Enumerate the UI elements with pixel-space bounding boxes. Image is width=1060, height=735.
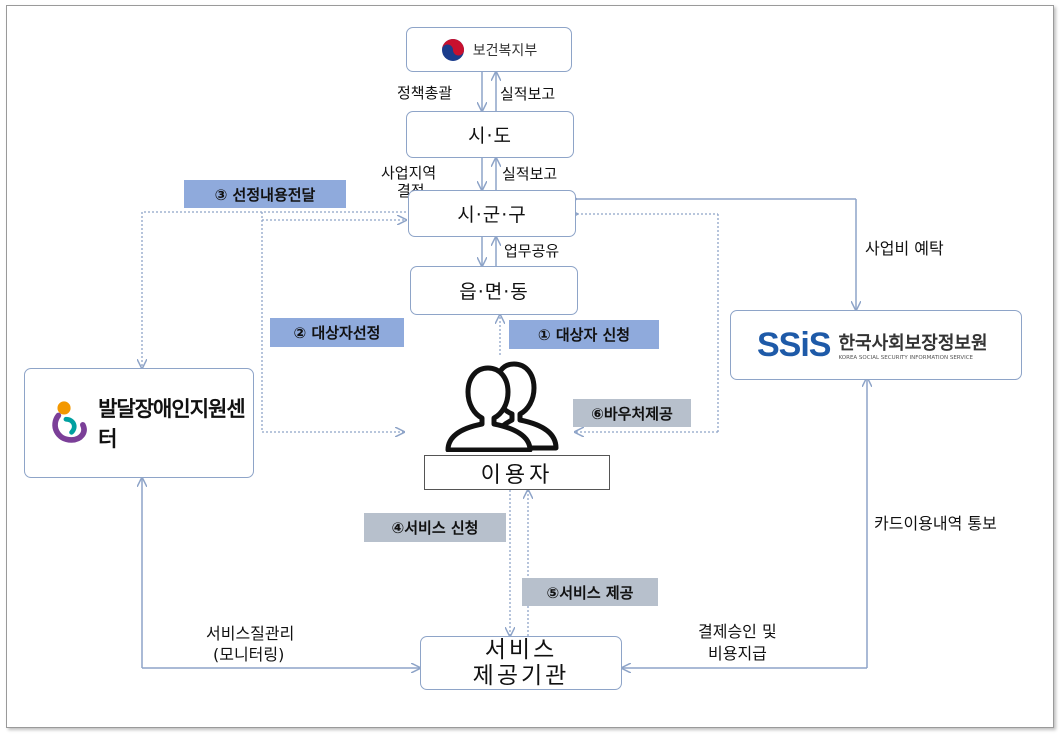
ministry-name: 보건복지부 xyxy=(472,42,538,59)
label-region-1: 사업지역 xyxy=(381,164,437,182)
user-box: 이용자 xyxy=(424,455,610,490)
label-report2: 실적보고 xyxy=(502,165,558,183)
label-payment-2: 비용지급 xyxy=(708,644,767,663)
sido-box: 시·도 xyxy=(406,111,574,158)
ssis-name: 한국사회보장정보원 xyxy=(838,333,988,354)
label-quality-2: (모니터링) xyxy=(213,645,285,664)
label-quality-1: 서비스질관리 xyxy=(206,624,295,643)
ssis-box: SSiS 한국사회보장정보원 KOREA SOCIAL SECURITY INF… xyxy=(730,310,1022,380)
center-logo-icon xyxy=(52,401,87,443)
label-report1: 실적보고 xyxy=(500,85,556,103)
tag-step3: ③ 선정내용전달 xyxy=(184,180,346,208)
ssis-subtitle: KOREA SOCIAL SECURITY INFORMATION SERVIC… xyxy=(838,355,974,361)
tag-step4: ④서비스 신청 xyxy=(364,513,506,542)
sigungu-label: 시·군·구 xyxy=(457,204,527,226)
provider-box: 서비스 제공기관 xyxy=(420,636,622,690)
center-name: 발달장애인지원센터 xyxy=(98,397,246,451)
eupmyeondong-label: 읍·면·동 xyxy=(459,281,529,303)
center-box: 발달장애인지원센터 xyxy=(24,368,254,478)
label-work-share: 업무공유 xyxy=(504,242,560,260)
sigungu-box: 시·군·구 xyxy=(408,190,576,237)
ministry-box: 보건복지부 xyxy=(406,27,572,72)
sido-label: 시·도 xyxy=(468,125,512,147)
tag-step1: ① 대상자 신청 xyxy=(509,320,659,349)
label-policy: 정책총괄 xyxy=(397,84,453,102)
label-card-notice: 카드이용내역 통보 xyxy=(874,514,997,533)
label-budget: 사업비 예탁 xyxy=(865,239,944,258)
users-icon xyxy=(445,361,559,452)
provider-line2: 제공기관 xyxy=(472,663,570,689)
tag-step2: ② 대상자선정 xyxy=(270,318,404,347)
tag-step6: ⑥바우처제공 xyxy=(573,399,691,427)
ssis-logo: SSiS xyxy=(757,325,831,364)
label-payment-1: 결제승인 및 xyxy=(698,622,777,641)
user-label: 이용자 xyxy=(480,462,554,488)
ministry-logo-icon xyxy=(441,38,464,61)
eupmyeondong-box: 읍·면·동 xyxy=(410,266,578,315)
provider-line1: 서비스 xyxy=(484,637,558,663)
tag-step5: ⑤서비스 제공 xyxy=(522,578,658,606)
